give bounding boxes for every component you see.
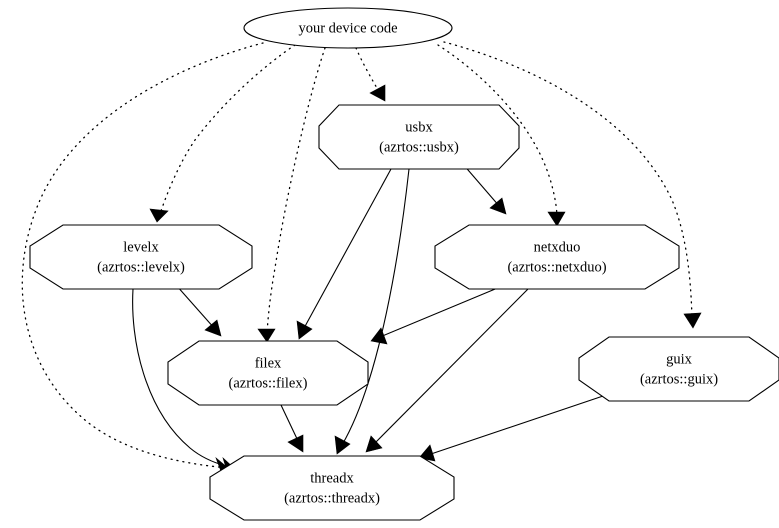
- edge-levelx-to-filex: [175, 284, 222, 337]
- node-label-levelx-line1: levelx: [123, 239, 159, 255]
- edge-filex-to-threadx: [280, 404, 304, 453]
- node-label-usbx-line2: (azrtos::usbx): [379, 139, 459, 155]
- node-label-usbx-line1: usbx: [405, 119, 433, 135]
- node-label-threadx-line1: threadx: [310, 470, 354, 486]
- node-shape-octagon-levelx: [29, 224, 253, 290]
- edge-device-to-levelx: [149, 44, 296, 223]
- node-label-guix-line2: (azrtos::guix): [640, 371, 718, 387]
- node-usbx[interactable]: usbx (azrtos::usbx): [318, 104, 520, 170]
- node-shape-ellipse: [243, 7, 453, 49]
- node-filex[interactable]: filex (azrtos::filex): [167, 340, 369, 406]
- edge-usbx-to-threadx: [334, 168, 410, 455]
- node-threadx[interactable]: threadx (azrtos::threadx): [209, 455, 455, 521]
- node-label-device-line1: your device code: [298, 20, 397, 36]
- node-label-netxduo-line1: netxduo: [534, 239, 581, 255]
- node-label-threadx-line2: (azrtos::threadx): [284, 490, 380, 506]
- node-netxduo[interactable]: netxduo (azrtos::netxduo): [434, 224, 680, 290]
- edge-device-to-guix: [443, 41, 702, 329]
- edge-usbx-to-netxduo: [461, 162, 507, 215]
- edge-device-to-filex: [257, 47, 326, 343]
- node-shape-octagon-filex: [167, 340, 369, 406]
- node-label-netxduo-line2: (azrtos::netxduo): [507, 259, 606, 275]
- node-label-levelx-line2: (azrtos::levelx): [97, 259, 185, 275]
- node-guix[interactable]: guix (azrtos::guix): [578, 336, 779, 402]
- node-label-guix-line1: guix: [666, 351, 693, 367]
- node-your-device-code[interactable]: your device code: [243, 7, 453, 49]
- edge-usbx-to-filex: [296, 168, 392, 340]
- node-shape-octagon-guix: [578, 336, 779, 402]
- node-shape-octagon-usbx: [318, 104, 520, 170]
- edge-device-to-netxduo: [437, 44, 566, 227]
- edge-guix-to-threadx: [418, 393, 610, 462]
- node-label-filex-line1: filex: [255, 355, 282, 371]
- node-shape-octagon-netxduo: [434, 224, 680, 290]
- node-shape-octagon-threadx: [209, 455, 455, 521]
- node-label-filex-line2: (azrtos::filex): [229, 375, 308, 391]
- node-levelx[interactable]: levelx (azrtos::levelx): [29, 224, 253, 290]
- edge-device-to-usbx: [355, 47, 386, 102]
- edge-netxduo-to-filex: [370, 286, 501, 345]
- edge-netxduo-to-threadx: [365, 288, 529, 453]
